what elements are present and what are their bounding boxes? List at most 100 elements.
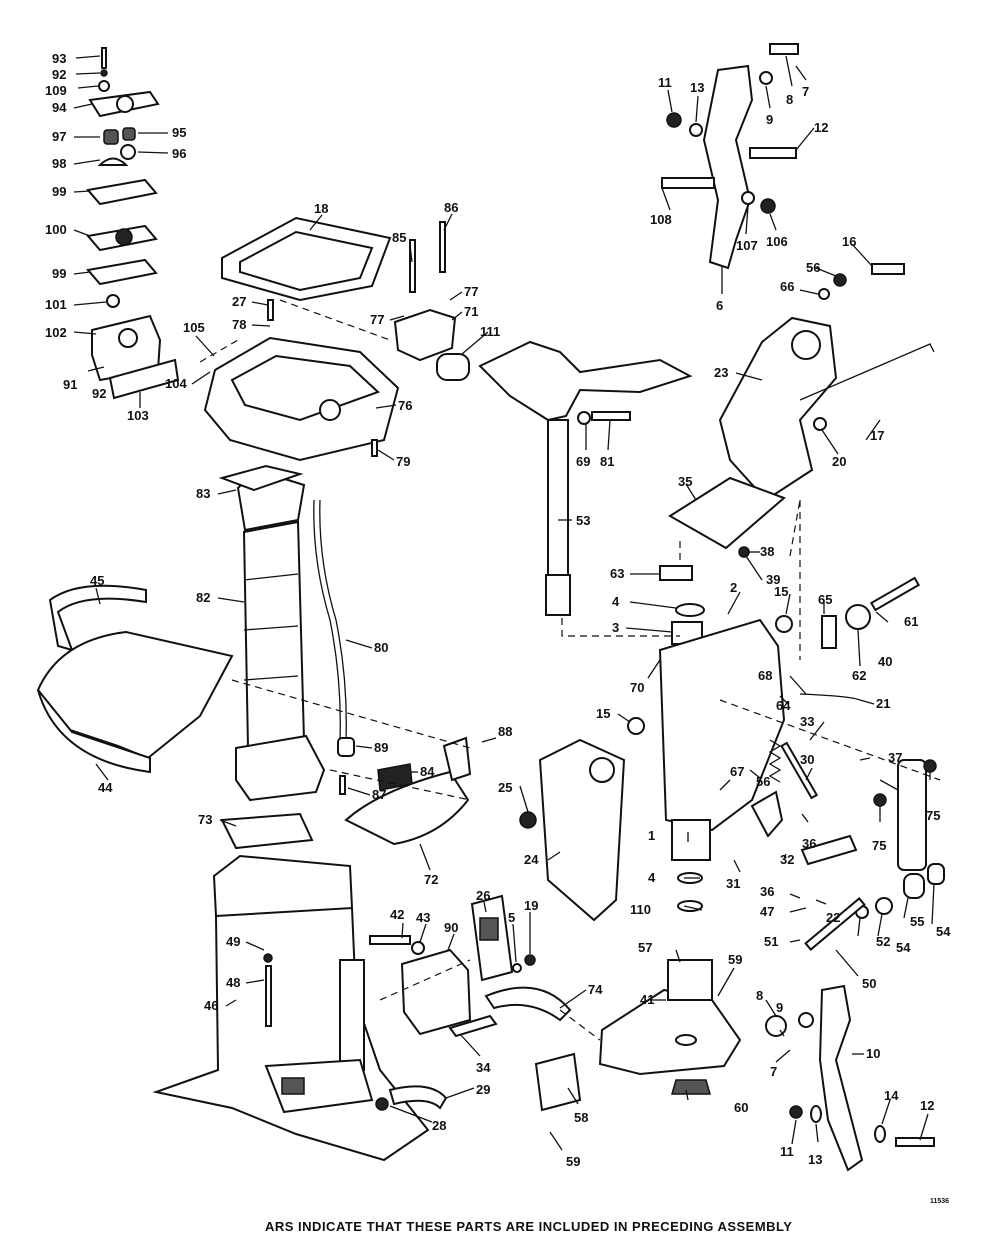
part-label-71: 71 — [464, 304, 478, 319]
part-label-60: 60 — [734, 1100, 748, 1115]
part-label-8: 8 — [786, 92, 793, 107]
part-label-54b: 54 — [896, 940, 911, 955]
part-label-44: 44 — [98, 780, 113, 795]
part-label-66: 66 — [780, 279, 794, 294]
part-label-65: 65 — [818, 592, 832, 607]
part-label-15: 15 — [774, 584, 788, 599]
part-label-110: 110 — [630, 902, 651, 917]
part-label-69: 69 — [576, 454, 590, 469]
part-label-20: 20 — [832, 454, 846, 469]
part-label-12: 12 — [814, 120, 828, 135]
exhaust-tube — [218, 464, 413, 850]
lower-cowl — [36, 584, 472, 846]
part-label-33: 33 — [800, 714, 814, 729]
part-label-3: 3 — [612, 620, 619, 635]
part-label-40: 40 — [878, 654, 892, 669]
part-label-111: 111 — [480, 324, 500, 339]
part-label-19: 19 — [524, 898, 538, 913]
part-label-1: 1 — [648, 828, 655, 843]
part-label-62: 62 — [852, 668, 866, 683]
part-label-22: 22 — [826, 910, 840, 925]
part-label-67: 67 — [730, 764, 744, 779]
part-label-109: 109 — [45, 83, 67, 98]
part-label-13: 13 — [690, 80, 704, 95]
part-label-93: 93 — [52, 51, 66, 66]
part-label-24: 24 — [524, 852, 539, 867]
part-label-29: 29 — [476, 1082, 490, 1097]
part-label-92b: 92 — [92, 386, 106, 401]
part-label-21: 21 — [876, 696, 890, 711]
part-label-73: 73 — [198, 812, 212, 827]
part-label-2: 2 — [730, 580, 737, 595]
part-label-4: 4 — [612, 594, 620, 609]
part-label-77b: 77 — [370, 312, 384, 327]
part-label-17: 17 — [870, 428, 884, 443]
swivel-shaft — [478, 340, 693, 616]
part-label-87: 87 — [372, 787, 386, 802]
part-label-103: 103 — [127, 408, 149, 423]
part-label-77: 77 — [464, 284, 478, 299]
part-label-83: 83 — [196, 486, 210, 501]
center-small-parts — [369, 894, 582, 1112]
part-label-75b: 75 — [872, 838, 886, 853]
part-label-7b: 7 — [770, 1064, 777, 1079]
part-label-78: 78 — [232, 317, 246, 332]
fuel-pump-assembly — [86, 47, 180, 400]
part-label-92: 92 — [52, 67, 66, 82]
drive-shaft-housing — [152, 854, 448, 1162]
part-label-81: 81 — [600, 454, 614, 469]
part-label-45: 45 — [90, 573, 104, 588]
part-label-4b: 4 — [648, 870, 656, 885]
part-label-46: 46 — [204, 998, 218, 1013]
alignment-lines — [199, 299, 941, 1041]
part-label-49: 49 — [226, 934, 240, 949]
part-label-108: 108 — [650, 212, 672, 227]
part-label-88: 88 — [498, 724, 512, 739]
part-label-26: 26 — [476, 888, 490, 903]
part-label-82: 82 — [196, 590, 210, 605]
part-label-6: 6 — [716, 298, 723, 313]
part-label-32: 32 — [780, 852, 794, 867]
part-label-95: 95 — [172, 125, 186, 140]
part-label-101: 101 — [45, 297, 67, 312]
figure-id: 11536 — [930, 1198, 950, 1205]
adapter-housing — [203, 216, 470, 462]
part-label-59: 59 — [728, 952, 742, 967]
part-label-16: 16 — [842, 234, 856, 249]
part-label-53: 53 — [576, 513, 590, 528]
part-label-91: 91 — [63, 377, 77, 392]
part-label-107: 107 — [736, 238, 758, 253]
part-label-94: 94 — [52, 100, 67, 115]
part-label-23: 23 — [714, 365, 728, 380]
part-label-105: 105 — [183, 320, 205, 335]
part-label-38: 38 — [760, 544, 774, 559]
part-label-9b: 9 — [776, 1000, 783, 1015]
part-label-36: 36 — [802, 836, 816, 851]
part-label-47: 47 — [760, 904, 774, 919]
footnote-text: ARS INDICATE THAT THESE PARTS ARE INCLUD… — [265, 1219, 793, 1234]
part-label-39: 39 — [766, 572, 780, 587]
part-label-99b: 99 — [52, 266, 66, 281]
part-labels: 93 92 109 94 97 95 98 96 99 100 99 101 1… — [45, 51, 951, 1169]
part-label-10: 10 — [866, 1046, 880, 1061]
part-label-50: 50 — [862, 976, 876, 991]
part-label-11: 11 — [658, 75, 672, 90]
part-label-85: 85 — [392, 230, 406, 245]
part-label-68: 68 — [758, 668, 772, 683]
part-label-58: 58 — [574, 1110, 588, 1125]
part-label-36b: 36 — [760, 884, 774, 899]
part-label-12b: 12 — [920, 1098, 934, 1113]
part-label-64: 64 — [776, 698, 791, 713]
part-label-9: 9 — [766, 112, 773, 127]
part-label-74: 74 — [588, 982, 603, 997]
part-label-31: 31 — [726, 876, 740, 891]
part-label-102: 102 — [45, 325, 67, 340]
part-label-89: 89 — [374, 740, 388, 755]
part-label-75: 75 — [926, 808, 940, 823]
part-label-84: 84 — [420, 764, 435, 779]
part-label-61: 61 — [904, 614, 918, 629]
part-label-48: 48 — [226, 975, 240, 990]
part-label-104: 104 — [165, 376, 187, 391]
part-label-98: 98 — [52, 156, 66, 171]
